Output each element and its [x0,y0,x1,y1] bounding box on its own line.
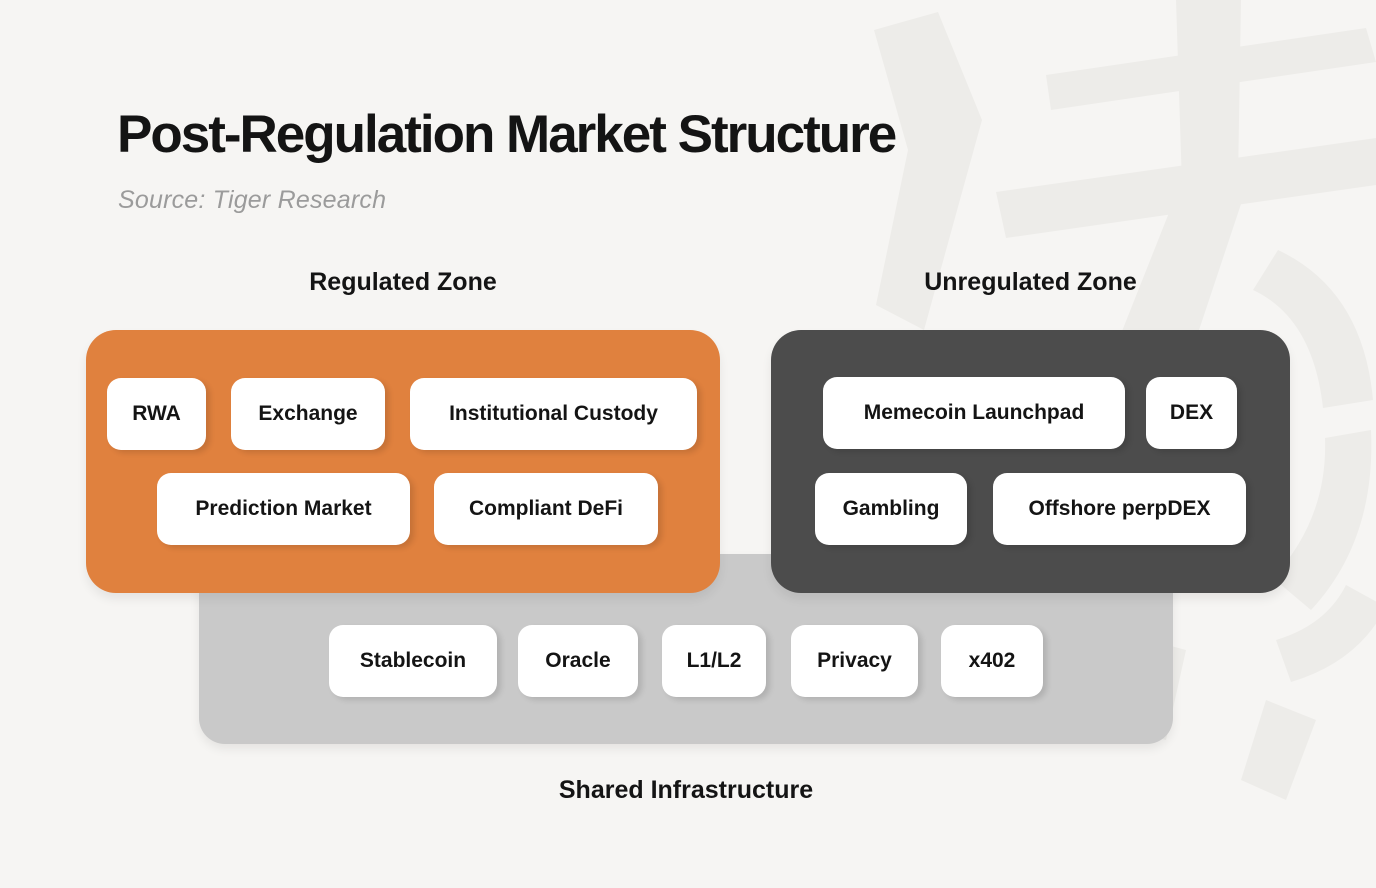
chip-x402: x402 [941,625,1043,697]
regulated-zone-label: Regulated Zone [309,268,497,296]
regulated-zone-box [86,330,720,593]
chip-institutional-custody: Institutional Custody [410,378,697,450]
chip-stablecoin: Stablecoin [329,625,497,697]
source-caption: Source: Tiger Research [118,186,387,214]
chip-gambling: Gambling [815,473,967,545]
chip-compliant-defi: Compliant DeFi [434,473,658,545]
unregulated-zone-box [771,330,1290,593]
chip-oracle: Oracle [518,625,638,697]
chip-rwa: RWA [107,378,206,450]
chip-memecoin-launchpad: Memecoin Launchpad [823,377,1125,449]
shared-infrastructure-label: Shared Infrastructure [558,776,814,804]
page-title: Post-Regulation Market Structure [117,105,897,164]
chip-prediction-market: Prediction Market [157,473,410,545]
unregulated-zone-label: Unregulated Zone [924,268,1137,296]
chip-dex: DEX [1146,377,1237,449]
chip-offshore-perpdex: Offshore perpDEX [993,473,1246,545]
chip-exchange: Exchange [231,378,385,450]
chip-privacy: Privacy [791,625,918,697]
chip-l1-l2: L1/L2 [662,625,766,697]
